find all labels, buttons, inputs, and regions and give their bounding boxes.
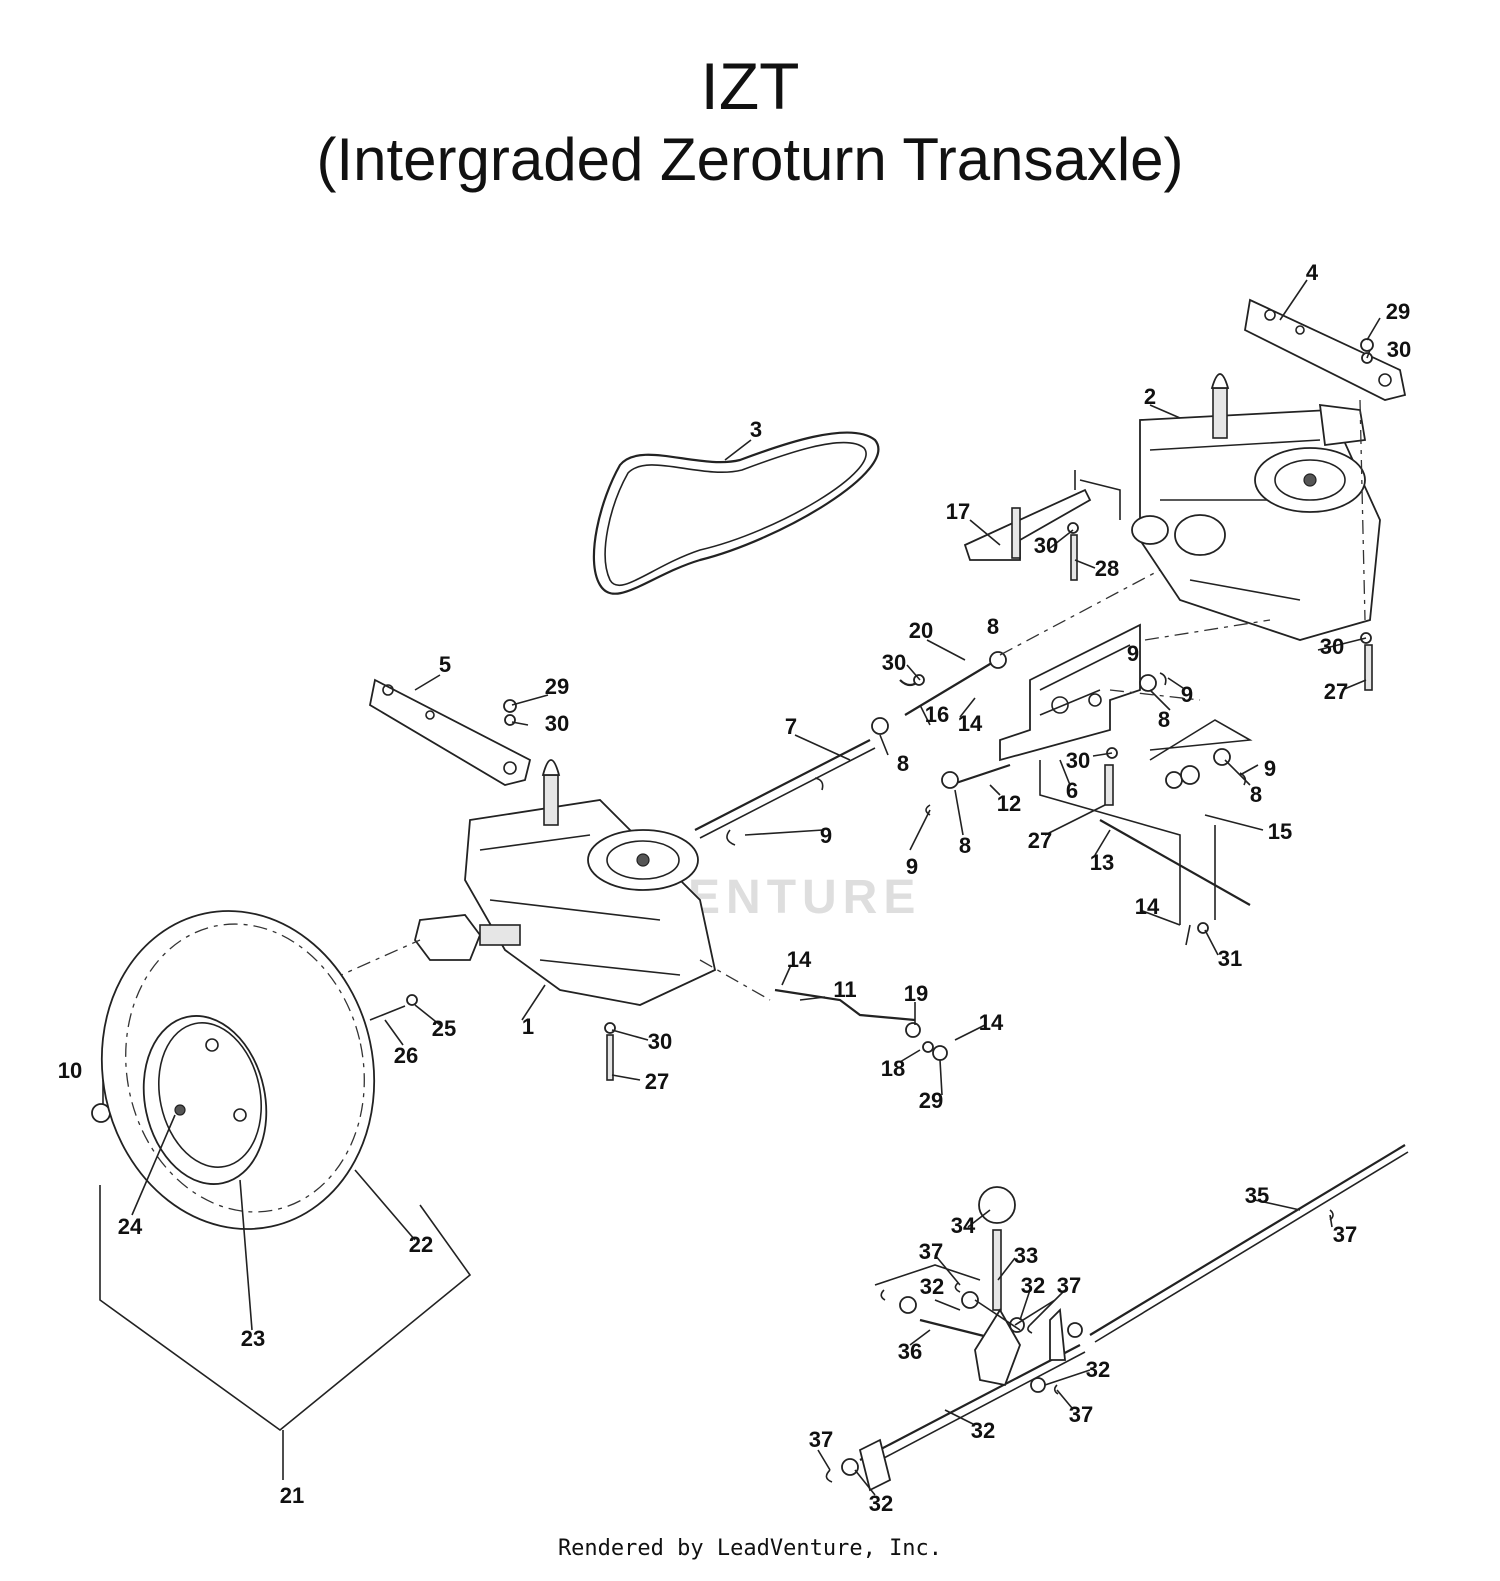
callout-label: 8 [987, 614, 999, 639]
left-transaxle [414, 759, 717, 1006]
callout-label: 8 [1158, 707, 1170, 732]
callout-label: 22 [409, 1232, 433, 1257]
callout-label: 24 [118, 1214, 143, 1239]
callout-label: 30 [1066, 748, 1090, 773]
callout-label: 9 [906, 854, 918, 879]
callout-label: 33 [1014, 1243, 1038, 1268]
callout-label: 8 [897, 751, 909, 776]
callout-label: 31 [1218, 946, 1242, 971]
callout-label: 3 [750, 417, 762, 442]
drive-belt [592, 431, 880, 595]
callout-label: 16 [925, 702, 949, 727]
callout-label: 32 [1086, 1357, 1110, 1382]
callout-label: 32 [1021, 1273, 1045, 1298]
callout-label: 17 [946, 499, 970, 524]
callout-label: 37 [1333, 1222, 1357, 1247]
callout-label: 30 [1320, 634, 1344, 659]
center-bracket [999, 623, 1141, 762]
callout-label: 35 [1245, 1183, 1269, 1208]
callout-label: 10 [58, 1058, 82, 1083]
exploded-parts-diagram: 1 2 3 4 5 6 7 8 8 8 8 8 9 9 9 9 9 10 11 … [58, 260, 1411, 1516]
callout-label: 30 [1034, 533, 1058, 558]
callout-label: 25 [432, 1016, 456, 1041]
callout-label: 8 [1250, 782, 1262, 807]
right-transaxle [1131, 373, 1381, 641]
bracket-17-post [1011, 507, 1021, 559]
leader-lines [102, 279, 1381, 1496]
callout-label: 5 [439, 652, 451, 677]
callout-label: 26 [394, 1043, 418, 1068]
callout-label: 15 [1268, 819, 1292, 844]
callout-label: 18 [881, 1056, 905, 1081]
callout-label: 14 [979, 1010, 1004, 1035]
callout-label: 28 [1095, 556, 1119, 581]
callout-label: 14 [787, 947, 812, 972]
callout-label: 1 [522, 1014, 534, 1039]
render-credit: Rendered by LeadVenture, Inc. [557, 1536, 943, 1561]
callout-label: 37 [1057, 1273, 1081, 1298]
callout-label: 2 [1144, 384, 1156, 409]
callout-label: 29 [545, 674, 569, 699]
alignment-lines [329, 399, 1366, 1331]
callout-label: 11 [833, 977, 856, 1002]
left-mount-plate [368, 678, 532, 786]
callout-label: 30 [882, 650, 906, 675]
callout-label: 27 [1028, 828, 1052, 853]
callout-label: 6 [1066, 778, 1078, 803]
callout-label: 4 [1306, 260, 1319, 285]
callout-label: 32 [869, 1491, 893, 1516]
callout-label: 36 [898, 1339, 922, 1364]
callout-label: 30 [1387, 337, 1411, 362]
callout-label: 12 [997, 791, 1021, 816]
callout-label: 21 [280, 1483, 304, 1508]
shafts [694, 654, 1409, 1492]
callout-label: 29 [1386, 299, 1410, 324]
callout-label: 9 [1181, 682, 1193, 707]
callout-label: 7 [785, 714, 797, 739]
callout-label: 27 [645, 1069, 669, 1094]
callout-label: 34 [951, 1213, 976, 1238]
callout-label: 29 [919, 1088, 943, 1113]
callout-label: 23 [241, 1326, 265, 1351]
callout-label: 30 [648, 1029, 672, 1054]
callout-label: 37 [809, 1427, 833, 1452]
callout-label: 14 [1135, 894, 1160, 919]
callout-label: 19 [904, 981, 928, 1006]
callout-label: 13 [1090, 850, 1114, 875]
callout-label: 14 [958, 711, 983, 736]
callout-label: 37 [1069, 1402, 1093, 1427]
callout-label: 37 [919, 1239, 943, 1264]
wheel-assembly [99, 910, 472, 1432]
callout-label: 32 [971, 1418, 995, 1443]
callout-label: 30 [545, 711, 569, 736]
page-title: IZT [700, 49, 800, 123]
callout-label: 32 [920, 1274, 944, 1299]
callout-label: 9 [1264, 756, 1276, 781]
callout-label: 9 [1127, 641, 1139, 666]
callout-label: 9 [820, 823, 832, 848]
callout-label: 8 [959, 833, 971, 858]
page-subtitle: (Intergraded Zeroturn Transaxle) [316, 126, 1184, 193]
right-mount-plate [1244, 298, 1407, 401]
callout-labels: 1 2 3 4 5 6 7 8 8 8 8 8 9 9 9 9 9 10 11 … [58, 260, 1411, 1516]
callout-label: 27 [1324, 679, 1348, 704]
callout-label: 20 [909, 618, 933, 643]
